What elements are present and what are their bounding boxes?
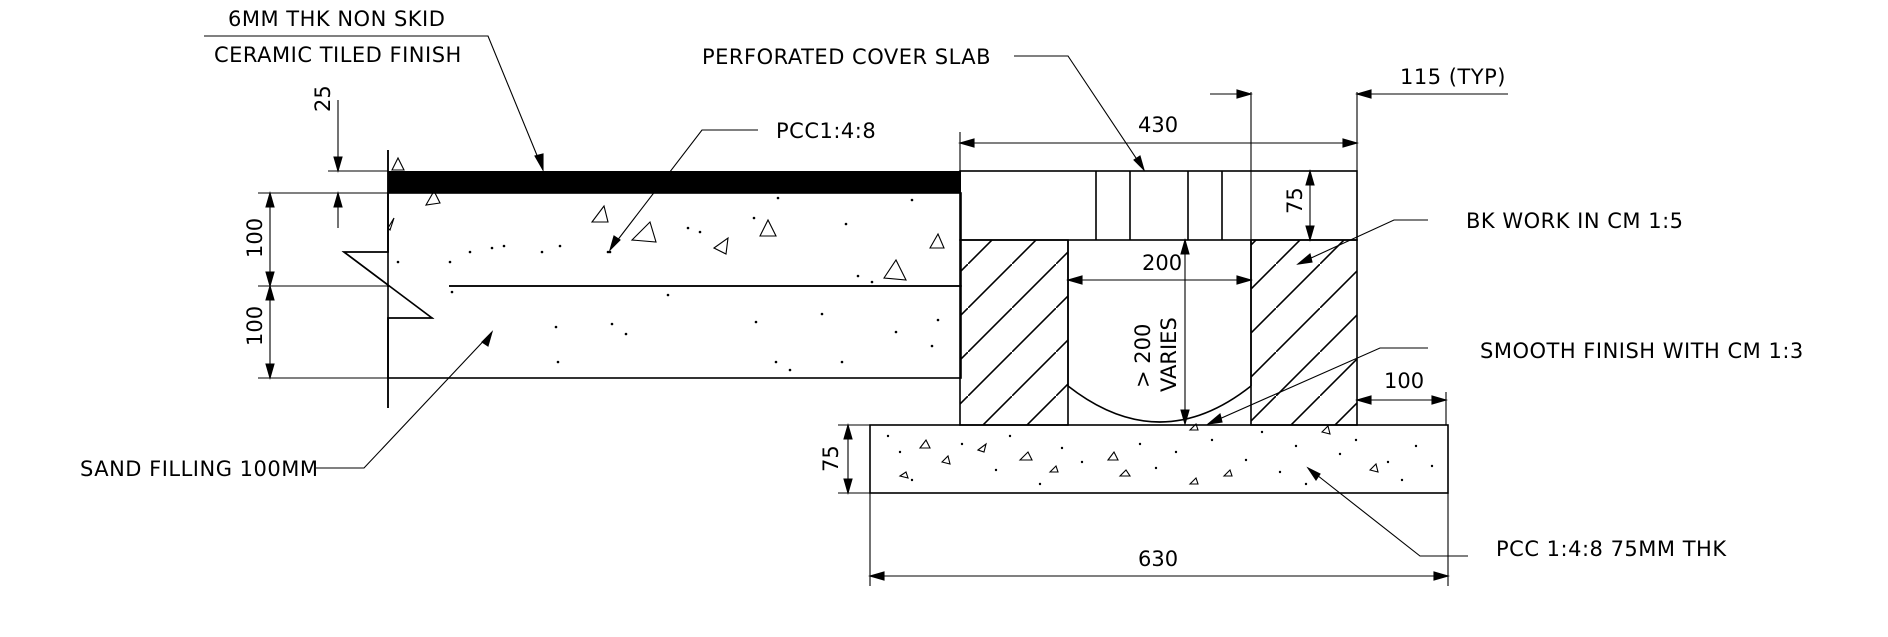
dim-75-base: 75 xyxy=(819,445,843,472)
tile-finish-label-line1: 6MM THK NON SKID xyxy=(228,7,445,31)
channel-smooth-bottom xyxy=(1067,385,1252,423)
dimension-texts: 25 100 100 430 75 200 > 200 VARIES 100 7… xyxy=(243,85,1424,571)
dim-varies: VARIES xyxy=(1157,317,1181,392)
dim-430: 430 xyxy=(1138,113,1178,137)
sand-layer xyxy=(387,285,962,379)
dimension-lines xyxy=(258,89,1508,586)
tile-finish-label-line2: CERAMIC TILED FINISH xyxy=(214,43,462,67)
sand-dots xyxy=(450,290,940,372)
dim-630: 630 xyxy=(1138,547,1178,571)
dim-75-slab: 75 xyxy=(1283,187,1307,214)
pcc-dots xyxy=(396,196,914,284)
pcc-base xyxy=(869,424,1449,494)
dim-25: 25 xyxy=(311,85,335,112)
leader-lines xyxy=(204,35,1468,557)
annotation-labels: 6MM THK NON SKID CERAMIC TILED FINISH PC… xyxy=(80,7,1804,561)
smooth-finish-label: SMOOTH FINISH WITH CM 1:3 xyxy=(1480,339,1804,363)
dim-200-depth: > 200 xyxy=(1131,324,1155,388)
dim-200-width: 200 xyxy=(1142,251,1182,275)
pcc-base-label: PCC 1:4:8 75MM THK xyxy=(1496,537,1727,561)
drain xyxy=(869,170,1449,494)
pcc-layer xyxy=(387,192,962,287)
pcc-label: PCC1:4:8 xyxy=(776,119,876,143)
dim-100-bottom: 100 xyxy=(243,306,267,346)
dim-100-right: 100 xyxy=(1384,369,1424,393)
typ-115-label: 115 (TYP) xyxy=(1400,65,1506,89)
base-aggregate-marks xyxy=(898,422,1379,485)
base-dots xyxy=(886,430,1434,486)
pcc-aggregate-marks xyxy=(387,156,945,281)
brick-wall-right xyxy=(1251,240,1357,425)
dim-100-top: 100 xyxy=(243,218,267,258)
brick-wall-left xyxy=(960,240,1068,425)
perforated-slab-label: PERFORATED COVER SLAB xyxy=(702,45,991,69)
bk-work-label: BK WORK IN CM 1:5 xyxy=(1466,209,1684,233)
sand-filling-label: SAND FILLING 100MM xyxy=(80,457,318,481)
floor-buildup xyxy=(341,150,962,408)
perforated-cover-slab xyxy=(959,170,1358,241)
ceramic-tile-layer xyxy=(388,171,961,193)
